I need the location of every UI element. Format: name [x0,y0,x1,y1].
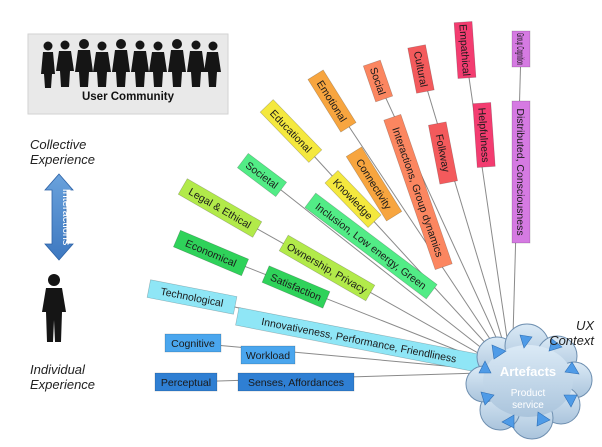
category-box-fill [307,69,357,133]
category-box: Perceptual [154,372,218,392]
aspect-label: Workload [246,350,290,362]
aspect-box-fill [278,234,376,302]
category-label: Perceptual [161,377,211,389]
connector-line [261,174,513,373]
aspect-label: Helpfulness [475,107,491,163]
artefacts-title: Artefacts [499,364,557,379]
category-box: Social [362,59,394,103]
aspect-box-fill [261,265,331,309]
aspect-label: Distributed, Consciousness [514,108,526,235]
aspect-box-fill [304,192,438,300]
individual-line-1: Individual [30,362,85,377]
aspect-box-fill [383,113,453,271]
aspect-box-fill [511,100,531,244]
collective-experience-label: Collective Experience [30,137,95,167]
artefacts-subtitle: Product service [478,388,578,412]
ux-line-2: Context [549,333,594,348]
connector-line [420,68,513,373]
category-box: Economical [173,229,249,277]
ux-line-1: UX [575,318,594,333]
user-community-image [27,33,229,115]
category-label: Empathical [456,24,472,77]
aspect-box-fill [324,170,382,228]
category-box: Technological [146,279,238,315]
category-box-fill [453,21,477,79]
individual-person-icon [42,274,66,342]
category-box-fill [164,333,222,353]
aspect-box-fill [345,146,403,222]
category-box: Legal & Ethical [177,178,263,238]
category-label: Legal & Ethical [186,186,253,231]
category-box: Empathical [453,21,477,79]
aspect-box: Helpfulness [472,102,496,168]
aspect-box: Workload [240,345,296,365]
aspect-box: Folkway [428,121,458,185]
category-box: Educational [259,99,323,163]
aspect-box-fill [472,102,496,168]
interactions-label: Interactions [60,189,72,246]
category-box-fill [173,229,249,277]
artefacts-sub-2: service [512,400,544,411]
category-box: Cultural [407,44,435,94]
interactions-arrow: Interactions [44,173,74,261]
category-box: Societal [236,152,288,198]
artefacts-sub-1: Product [510,388,546,399]
category-box: Group Cognition [511,30,531,68]
category-box-fill [259,99,323,163]
collective-line-1: Collective [30,137,87,152]
category-box-fill [362,59,394,103]
category-box-fill [236,152,288,198]
connector-line [331,100,513,373]
connector-line [464,49,513,373]
category-label: Cognitive [171,338,215,350]
individual-experience-label: Individual Experience [30,362,95,392]
collective-line-2: Experience [30,152,96,167]
aspect-box: Senses, Affordances [237,372,355,392]
category-label: Educational [267,108,314,156]
artefacts-cloud [465,323,593,440]
individual-line-2: Experience [30,377,96,392]
user-community-label: User Community [81,91,175,103]
aspect-box-fill [428,121,458,185]
category-label: Group Cognition [514,33,526,65]
category-box: Emotional [307,69,357,133]
aspect-box-fill [237,372,355,392]
category-box-fill [407,44,435,94]
category-box-fill [177,178,263,238]
aspect-label: Senses, Affordances [248,377,344,389]
aspect-box-fill [240,345,296,365]
aspect-box: Distributed, Consciousness [511,100,531,244]
category-box-fill [511,30,531,68]
category-box-fill [146,279,238,315]
connector-line [290,130,513,373]
ux-context-label: UX Context [538,318,594,348]
category-box: Cognitive [164,333,222,353]
category-box-fill [154,372,218,392]
